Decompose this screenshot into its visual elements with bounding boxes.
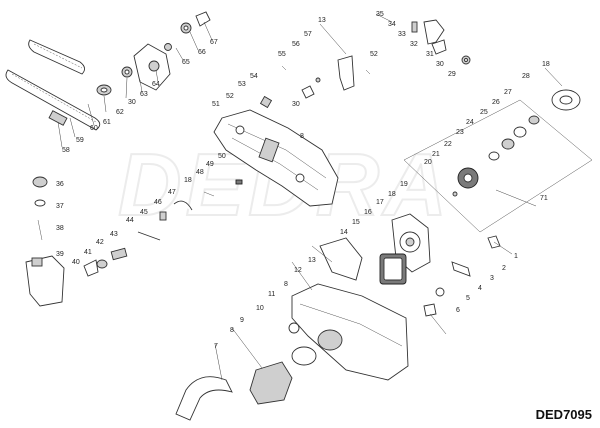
- callout-2: 2: [502, 265, 506, 272]
- brake-parts: [159, 179, 243, 221]
- oil-pump-parts: [411, 19, 471, 65]
- callout-11: 11: [268, 291, 275, 298]
- guide-bar-and-chain: [5, 39, 101, 131]
- main-housing: [213, 109, 339, 207]
- callout-46: 46: [154, 199, 162, 206]
- callout-61: 61: [103, 119, 111, 126]
- callout-58: 58: [62, 147, 70, 154]
- callout-35: 35: [376, 11, 384, 18]
- callout-48: 48: [196, 169, 204, 176]
- motor-and-switch: [319, 237, 407, 285]
- callout-40: 40: [72, 259, 80, 266]
- callout-30c: 30: [436, 61, 444, 68]
- sprocket-assembly: [96, 11, 211, 96]
- callout-labels: 58 59 60 61 62 30 63 64 65 66 67 13 57 5…: [56, 11, 550, 350]
- callout-70: 71: [540, 195, 548, 202]
- callout-10: 10: [256, 305, 264, 312]
- callout-37: 37: [56, 203, 64, 210]
- callout-8c: 8: [230, 327, 234, 334]
- callout-9: 9: [240, 317, 244, 324]
- callout-27: 27: [504, 89, 512, 96]
- bar-clamp-cover: [133, 43, 171, 91]
- callout-64: 64: [152, 81, 160, 88]
- callout-26: 26: [492, 99, 500, 106]
- callout-59: 59: [76, 137, 84, 144]
- callout-30b: 30: [292, 101, 300, 108]
- small-parts-upper: [259, 55, 371, 109]
- model-code: DED7095: [535, 407, 592, 422]
- callout-41: 41: [84, 249, 92, 256]
- callout-25: 25: [480, 109, 488, 116]
- callout-52b: 52: [226, 93, 234, 100]
- callout-45: 45: [140, 209, 148, 216]
- callout-21: 21: [432, 151, 440, 158]
- callout-5: 5: [466, 295, 470, 302]
- callout-1: 1: [514, 253, 518, 260]
- callout-43: 43: [110, 231, 118, 238]
- callout-33: 33: [398, 31, 406, 38]
- callout-57: 57: [304, 31, 312, 38]
- callout-63: 63: [140, 91, 148, 98]
- callout-51: 51: [212, 101, 220, 108]
- callout-23: 23: [456, 129, 464, 136]
- callout-50: 50: [218, 153, 226, 160]
- callout-8b: 8: [284, 281, 288, 288]
- callout-12: 12: [294, 267, 302, 274]
- right-small-parts: [423, 235, 501, 317]
- callout-55: 55: [278, 51, 286, 58]
- callout-60: 60: [90, 125, 98, 132]
- callout-15: 15: [352, 219, 360, 226]
- callout-19: 19: [400, 181, 408, 188]
- callout-44: 44: [126, 217, 134, 224]
- lower-housing: [288, 283, 409, 381]
- callout-39: 39: [56, 251, 64, 258]
- callout-3: 3: [490, 275, 494, 282]
- callout-16: 16: [364, 209, 372, 216]
- callout-32: 32: [410, 41, 418, 48]
- callout-47: 47: [168, 189, 176, 196]
- callout-24: 24: [466, 119, 474, 126]
- front-handle: [175, 346, 317, 421]
- callout-66: 66: [198, 49, 206, 56]
- callout-14: 14: [340, 229, 348, 236]
- callout-13a: 13: [318, 17, 326, 24]
- callout-20: 20: [424, 159, 432, 166]
- callout-6: 6: [456, 307, 460, 314]
- callout-52a: 52: [370, 51, 378, 58]
- callout-4: 4: [478, 285, 482, 292]
- callout-18c: 18: [388, 191, 396, 198]
- callout-17: 17: [376, 199, 384, 206]
- callout-67: 67: [210, 39, 218, 46]
- callout-30a: 30: [128, 99, 136, 106]
- callout-22: 22: [444, 141, 452, 148]
- callout-65: 65: [182, 59, 190, 66]
- callout-18a: 18: [542, 61, 550, 68]
- callout-31: 31: [426, 51, 434, 58]
- tensioner-parts: [83, 231, 161, 277]
- callout-7: 7: [214, 343, 218, 350]
- callout-56: 56: [292, 41, 300, 48]
- callout-42: 42: [96, 239, 104, 246]
- callout-28: 28: [522, 73, 530, 80]
- callout-34: 34: [388, 21, 396, 28]
- callout-29a: 29: [448, 71, 456, 78]
- leader-lines: [57, 13, 563, 381]
- callout-62: 62: [116, 109, 124, 116]
- callout-49: 49: [206, 161, 214, 168]
- oil-bottle-parts: [25, 176, 65, 307]
- callout-38: 38: [56, 225, 64, 232]
- callout-36: 36: [56, 181, 64, 188]
- callout-8a: 8: [300, 133, 304, 140]
- callout-53: 53: [238, 81, 246, 88]
- callout-18b: 18: [184, 177, 192, 184]
- callout-13b: 13: [308, 257, 316, 264]
- gear-assembly: [403, 89, 593, 233]
- callout-54: 54: [250, 73, 258, 80]
